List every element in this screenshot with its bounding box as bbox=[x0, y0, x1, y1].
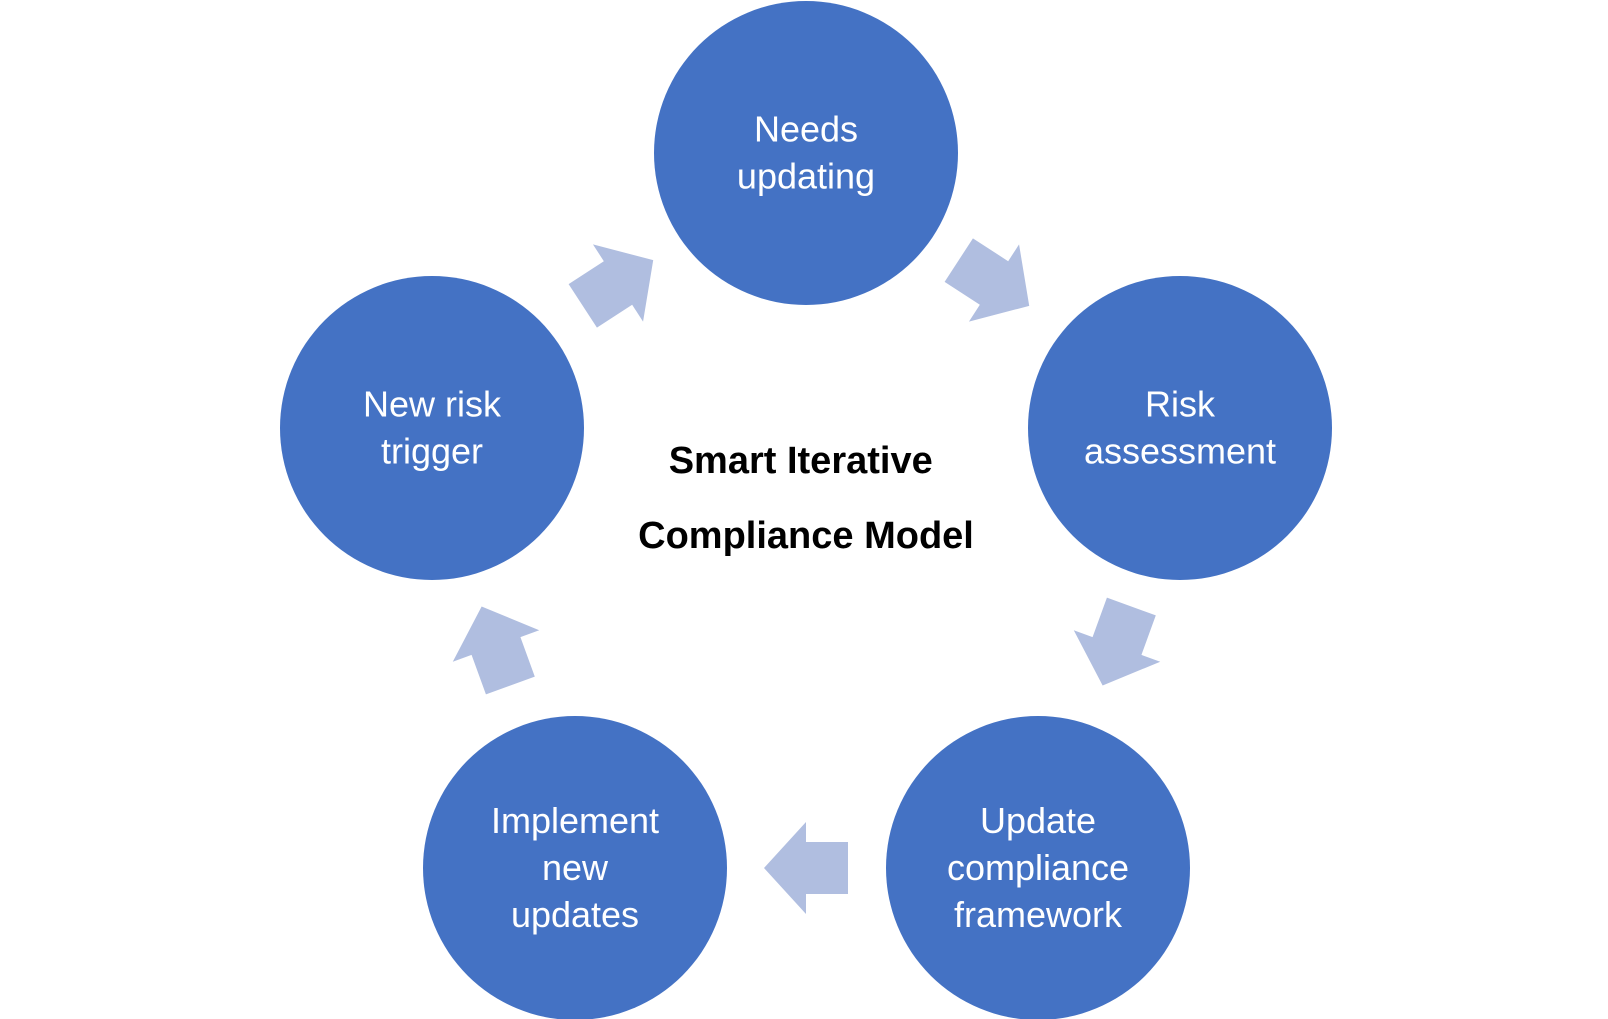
node-label: Risk assessment bbox=[1084, 384, 1276, 472]
node-label-line: compliance bbox=[947, 847, 1129, 888]
node-circle bbox=[1028, 276, 1332, 580]
node-label: New risk trigger bbox=[363, 384, 502, 472]
node-label-line: updates bbox=[511, 894, 639, 935]
node-new-risk-trigger: New risk trigger bbox=[280, 276, 584, 580]
node-circle bbox=[654, 1, 958, 305]
node-update-compliance-framework: Update compliance framework bbox=[886, 716, 1190, 1019]
node-label-line: Update bbox=[980, 800, 1096, 841]
node-label-line: updating bbox=[737, 156, 875, 197]
node-label: Needs updating bbox=[737, 109, 875, 197]
node-circle bbox=[886, 716, 1190, 1019]
flow-arrow-2 bbox=[1073, 597, 1161, 686]
center-title: Smart Iterative Compliance Model bbox=[638, 440, 974, 557]
node-label: Implement new updates bbox=[491, 800, 659, 935]
node-label-line: Implement bbox=[491, 800, 659, 841]
node-label-line: assessment bbox=[1084, 431, 1276, 472]
center-title-line-1: Smart Iterative bbox=[669, 440, 933, 482]
node-label-line: framework bbox=[954, 894, 1123, 935]
node-risk-assessment: Risk assessment bbox=[1028, 276, 1332, 580]
node-label-line: Needs bbox=[754, 109, 858, 150]
node-circle bbox=[280, 276, 584, 580]
node-label-line: New risk bbox=[363, 384, 502, 425]
flow-arrow-4 bbox=[452, 606, 540, 695]
node-label-line: Risk bbox=[1145, 384, 1216, 425]
node-needs-updating: Needs updating bbox=[654, 1, 958, 305]
center-title-line-2: Compliance Model bbox=[638, 515, 974, 557]
flow-arrow-3 bbox=[764, 822, 848, 914]
cycle-arrows bbox=[452, 238, 1161, 914]
node-implement-new-updates: Implement new updates bbox=[423, 716, 727, 1019]
flow-arrow-1 bbox=[944, 238, 1030, 322]
node-label: Update compliance framework bbox=[947, 800, 1129, 935]
node-circle bbox=[423, 716, 727, 1019]
node-label-line: new bbox=[542, 847, 609, 888]
node-label-line: trigger bbox=[381, 431, 483, 472]
flow-arrow-5 bbox=[568, 244, 654, 328]
